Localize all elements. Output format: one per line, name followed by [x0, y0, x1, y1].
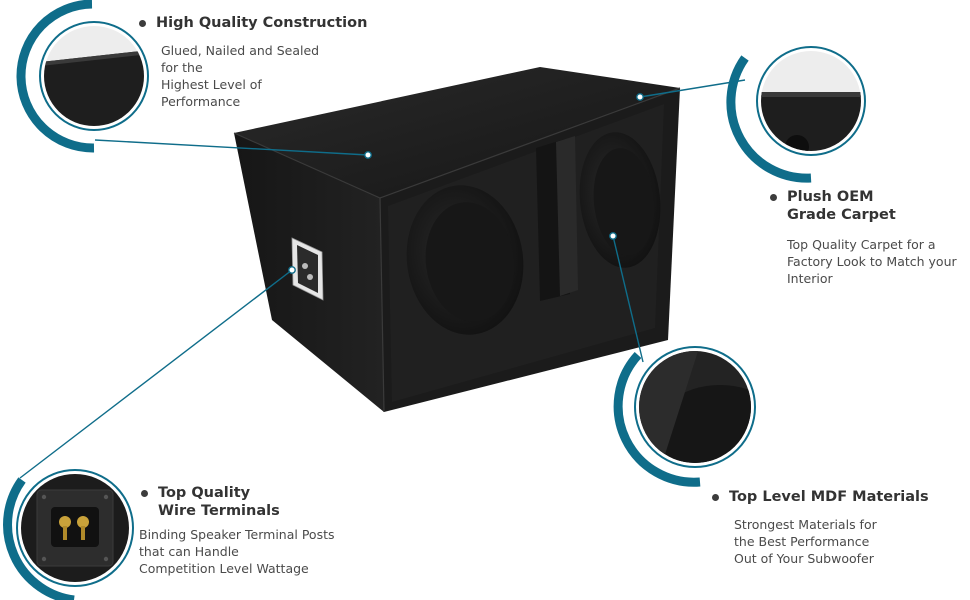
carpet-corner-closeup-icon — [16, 0, 149, 153]
feature-title: Plush OEM Grade Carpet — [787, 189, 896, 223]
feature-description: Glued, Nailed and Sealed for the Highest… — [161, 43, 320, 109]
terminal-cup-closeup-icon — [3, 469, 134, 600]
carpet-edge-closeup-icon — [726, 46, 866, 183]
feature-description: Strongest Materials for the Best Perform… — [734, 517, 877, 566]
feature-title: Top Level MDF Materials — [729, 489, 929, 505]
callout-lines — [19, 79, 746, 479]
feature-title: High Quality Construction — [156, 15, 368, 31]
subwoofer-enclosure — [233, 67, 681, 413]
enclosure-top-panel — [234, 67, 680, 198]
feature-construction: High Quality Construction Glued, Nailed … — [139, 14, 379, 110]
feature-title: Top Quality Wire Terminals — [158, 485, 280, 519]
feature-terminals: Top Quality Wire Terminals Binding Speak… — [139, 484, 374, 577]
bullet-icon — [712, 494, 719, 501]
bullet-icon — [770, 194, 777, 201]
callout-anchor-dots — [288, 93, 644, 274]
bullet-icon — [141, 490, 148, 497]
feature-description: Binding Speaker Terminal Posts that can … — [139, 527, 335, 576]
feature-carpet: Plush OEM Grade Carpet Top Quality Carpe… — [770, 188, 965, 287]
bullet-icon — [139, 20, 146, 27]
terminal-plate — [291, 237, 324, 301]
feature-description: Top Quality Carpet for a Factory Look to… — [787, 237, 957, 286]
feature-mdf: Top Level MDF Materials Strongest Materi… — [712, 488, 957, 567]
mdf-port-closeup-icon — [613, 346, 756, 487]
